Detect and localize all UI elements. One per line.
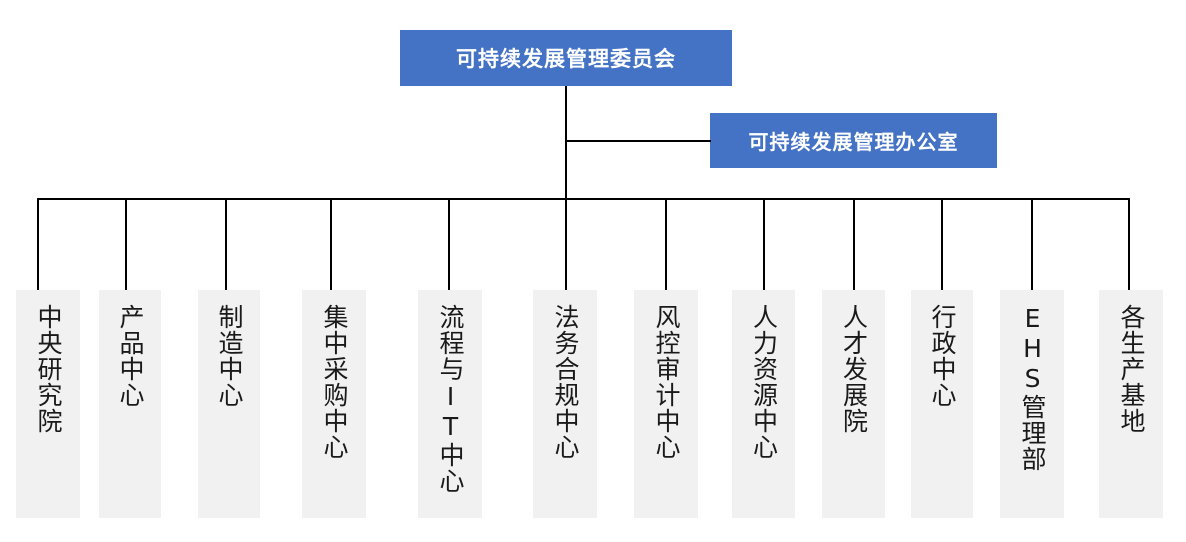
department-label-12: 各生产基地: [1117, 304, 1146, 434]
connector-drop-2: [125, 198, 127, 290]
connector-drop-5: [448, 198, 450, 290]
department-box-7[interactable]: 风控审计中心: [634, 290, 698, 518]
department-label-5: 流程与IT中心: [436, 304, 465, 494]
department-label-1: 中央研究院: [34, 304, 63, 434]
committee-box[interactable]: 可持续发展管理委员会: [400, 30, 732, 86]
department-label-2: 产品中心: [116, 304, 145, 408]
department-label-4: 集中采购中心: [320, 304, 349, 460]
office-box[interactable]: 可持续发展管理办公室: [710, 113, 997, 168]
department-label-10: 行政中心: [928, 304, 957, 408]
connector-drop-6: [565, 198, 567, 290]
connector-drop-10: [941, 198, 943, 290]
committee-label: 可持续发展管理委员会: [456, 48, 676, 71]
department-box-4[interactable]: 集中采购中心: [302, 290, 366, 518]
connector-distribution-bar: [37, 198, 1129, 200]
connector-drop-9: [853, 198, 855, 290]
department-box-1[interactable]: 中央研究院: [16, 290, 80, 518]
department-box-3[interactable]: 制造中心: [198, 290, 260, 518]
department-box-10[interactable]: 行政中心: [911, 290, 973, 518]
connector-drop-11: [1031, 198, 1033, 290]
department-label-8: 人力资源中心: [749, 304, 779, 460]
department-label-6: 法务合规中心: [551, 304, 580, 460]
connector-drop-8: [763, 198, 765, 290]
connector-drop-7: [665, 198, 667, 290]
department-label-9: 人才发展院: [839, 304, 869, 434]
department-box-9[interactable]: 人才发展院: [822, 290, 885, 518]
connector-drop-3: [225, 198, 227, 290]
office-label: 可持续发展管理办公室: [748, 132, 959, 154]
department-label-11: EHS管理部: [1018, 304, 1047, 472]
department-box-11[interactable]: EHS管理部: [1000, 290, 1064, 518]
department-label-7: 风控审计中心: [652, 304, 681, 460]
department-box-5[interactable]: 流程与IT中心: [418, 290, 482, 518]
connector-trunk-vertical: [565, 86, 567, 199]
department-box-8[interactable]: 人力资源中心: [732, 290, 795, 518]
department-box-2[interactable]: 产品中心: [99, 290, 161, 518]
connector-drop-12: [1128, 198, 1130, 290]
department-label-3: 制造中心: [215, 304, 244, 408]
connector-office-branch: [565, 140, 711, 142]
department-box-12[interactable]: 各生产基地: [1099, 290, 1163, 518]
connector-drop-4: [330, 198, 332, 290]
connector-drop-1: [37, 198, 39, 290]
department-box-6[interactable]: 法务合规中心: [533, 290, 597, 518]
